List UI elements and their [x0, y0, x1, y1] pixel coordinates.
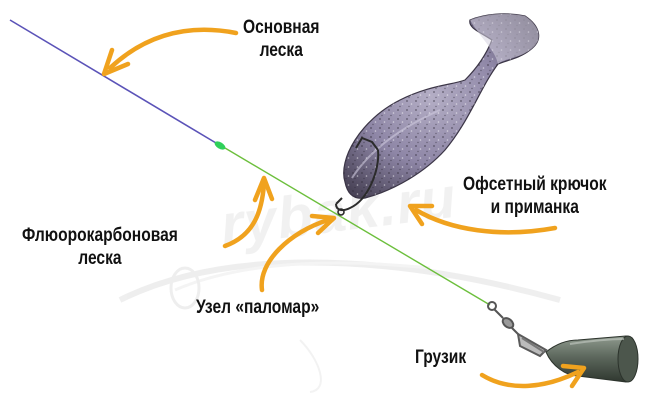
swivel-snap	[487, 301, 548, 358]
soft-plastic-lure	[343, 13, 540, 199]
label-fluorocarbon-line: Флюорокарбоновая леска	[22, 225, 178, 269]
label-offset-hook: Офсетный крючок и приманка	[463, 174, 607, 218]
arrow-to-sinker	[479, 363, 587, 389]
label-sinker: Грузик	[415, 347, 467, 368]
arrow-to-main-line	[101, 27, 239, 77]
main-line	[9, 19, 217, 144]
label-palomar-knot: Узел «паломар»	[196, 297, 320, 318]
line-connector-bead	[214, 141, 226, 150]
sinker	[545, 335, 639, 383]
arrow-to-fluoro-line	[222, 175, 275, 249]
arrow-to-hook	[407, 203, 558, 235]
fluorocarbon-line	[224, 147, 491, 306]
offset-hook	[335, 136, 380, 216]
label-main-line: Основная леска	[243, 17, 320, 61]
arrow-to-palomar-knot	[259, 213, 337, 293]
annotation-arrows	[101, 27, 587, 389]
background-rod	[118, 259, 561, 393]
